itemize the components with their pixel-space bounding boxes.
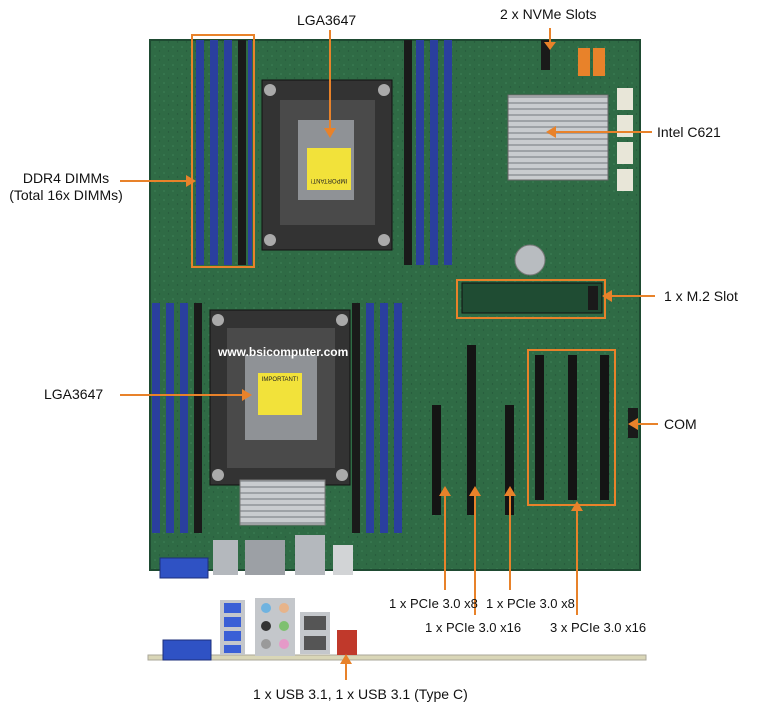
cpu-socket-upper: IMPORTANT! [261, 79, 393, 251]
label-pcie-x16-single: 1 x PCIe 3.0 x16 [425, 620, 522, 635]
dimm-highlight-box [191, 34, 255, 268]
dimm-bank-lower-left [152, 303, 202, 533]
label-usb: 1 x USB 3.1, 1 x USB 3.1 (Type C) [253, 686, 468, 702]
label-dimms: DDR4 DIMMs (Total 16x DIMMs) [2, 170, 130, 204]
annotation-boxes [191, 34, 616, 506]
label-pcie-x8-a: 1 x PCIe 3.0 x8 [389, 596, 478, 611]
m2-slot [461, 282, 603, 314]
pcie-x16-highlight-box [527, 349, 616, 506]
m2-highlight-box [456, 279, 606, 319]
cmos-battery [514, 244, 546, 276]
label-pcie-x8-b: 1 x PCIe 3.0 x8 [486, 596, 575, 611]
label-nvme-slots: 2 x NVMe Slots [500, 6, 597, 22]
label-cpu-bottom: LGA3647 [44, 386, 104, 402]
cpu-top-sticker-text: IMPORTANT! [310, 177, 347, 183]
nvme-connectors [541, 40, 605, 76]
io-back-panel [147, 598, 647, 661]
label-com: COM [664, 416, 697, 432]
pcie-slots [432, 345, 609, 515]
leader-lines [120, 28, 658, 680]
label-dimms-line2: (Total 16x DIMMs) [9, 187, 123, 203]
label-chipset: Intel C621 [657, 124, 721, 140]
label-cpu-top: LGA3647 [297, 12, 357, 28]
cpu-socket-lower: IMPORTANT! [209, 309, 351, 486]
label-m2-slot: 1 x M.2 Slot [664, 288, 738, 304]
label-dimms-line1: DDR4 DIMMs [22, 170, 110, 186]
vrm-heatsink [239, 479, 326, 526]
dimm-bank-lower-right [352, 303, 402, 533]
rear-io-board [159, 535, 353, 579]
dimm-bank-upper-left [196, 40, 252, 265]
watermark-text: www.bsicomputer.com [217, 345, 348, 359]
chipset-heatsink [507, 94, 609, 181]
label-pcie-x16-triple: 3 x PCIe 3.0 x16 [550, 620, 647, 635]
cpu-bottom-sticker-text: IMPORTANT! [262, 377, 299, 383]
dimm-bank-upper-right [404, 40, 452, 265]
leader-arrowheads [186, 42, 638, 664]
